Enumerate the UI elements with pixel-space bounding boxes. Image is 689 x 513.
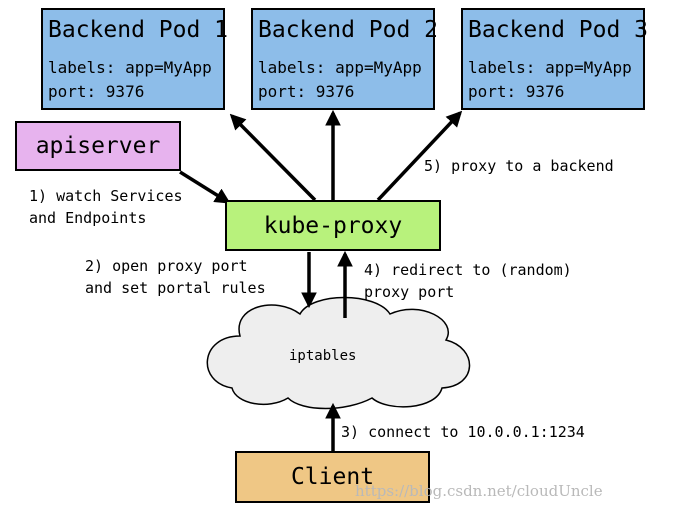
step-4-line-2: proxy port	[364, 283, 455, 301]
arrow-kube-proxy-to-pod3	[376, 110, 463, 202]
watermark: https://blog.csdn.net/cloudUncle	[355, 482, 603, 500]
step-2-label: 2) open proxy port and set portal rules	[85, 255, 266, 299]
iptables-cloud	[206, 296, 471, 410]
pod-labels: labels: app=MyApp	[48, 58, 212, 77]
kube-proxy-box: kube-proxy	[225, 200, 441, 251]
step-1-label: 1) watch Services and Endpoints	[29, 185, 183, 229]
step-5-label: 5) proxy to a backend	[424, 157, 614, 175]
client-label: Client	[290, 464, 375, 490]
pod-labels: labels: app=MyApp	[258, 58, 422, 77]
pod-title: Backend Pod 2	[258, 17, 439, 43]
backend-pod-2: Backend Pod 2 labels: app=MyApp port: 93…	[251, 8, 439, 110]
step-1-line-1: 1) watch Services	[29, 187, 183, 205]
step-1-line-2: and Endpoints	[29, 209, 147, 227]
backend-pod-1: Backend Pod 1 labels: app=MyApp port: 93…	[41, 8, 229, 110]
backend-pod-3: Backend Pod 3 labels: app=MyApp port: 93…	[461, 8, 649, 110]
pod-port: port: 9376	[48, 82, 145, 101]
step-3-label: 3) connect to 10.0.0.1:1234	[341, 423, 585, 441]
pod-title: Backend Pod 3	[468, 17, 649, 43]
pod-labels: labels: app=MyApp	[468, 58, 632, 77]
step-2-line-1: 2) open proxy port	[85, 257, 248, 275]
step-4-label: 4) redirect to (random) proxy port	[364, 259, 572, 303]
arrow-kube-proxy-to-pod1	[229, 113, 317, 202]
pod-port: port: 9376	[468, 82, 565, 101]
apiserver-box: apiserver	[15, 121, 181, 171]
pod-title: Backend Pod 1	[48, 17, 229, 43]
step-2-line-2: and set portal rules	[85, 279, 266, 297]
arrow-apiserver-to-kube-proxy	[179, 170, 231, 204]
pod-port: port: 9376	[258, 82, 355, 101]
iptables-label: iptables	[289, 348, 357, 364]
step-4-line-1: 4) redirect to (random)	[364, 261, 572, 279]
apiserver-label: apiserver	[35, 133, 161, 159]
kube-proxy-label: kube-proxy	[263, 212, 403, 239]
client-box: Client	[235, 451, 430, 503]
